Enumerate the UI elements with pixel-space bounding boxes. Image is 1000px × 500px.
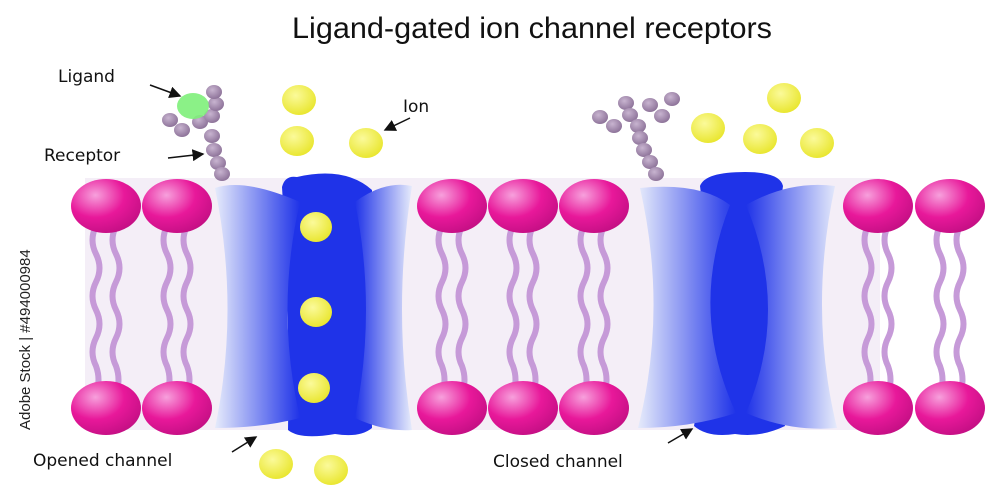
receptor-bead <box>174 123 190 137</box>
receptor-bead <box>654 109 670 123</box>
ion <box>349 128 383 158</box>
receptor-chains <box>162 85 680 181</box>
lipid-tail <box>109 223 123 395</box>
free-ions <box>259 83 834 485</box>
ion-in-channel <box>300 212 332 242</box>
phospholipid <box>488 179 558 435</box>
ion <box>767 83 801 113</box>
lipid-tail <box>577 223 591 395</box>
lipid-head <box>488 179 558 233</box>
lipid-head <box>417 179 487 233</box>
receptor-bead <box>210 156 226 170</box>
opened-channel-right-subunit <box>355 184 412 431</box>
receptor-bead <box>208 97 224 111</box>
ion <box>314 455 348 485</box>
receptor-bead <box>642 155 658 169</box>
receptor-bead <box>618 96 634 110</box>
stock-watermark: Adobe Stock | #494000984 <box>17 249 34 430</box>
phospholipid <box>843 179 913 435</box>
ion-arrow <box>383 117 411 131</box>
ion <box>691 113 725 143</box>
lipid-head <box>417 381 487 435</box>
lipid-head <box>142 381 212 435</box>
phospholipid <box>915 179 985 435</box>
ion <box>743 124 777 154</box>
opened-channel-protein <box>215 173 412 437</box>
opened-channel-arrow <box>231 436 258 453</box>
diagram-title: Ligand-gated ion channel receptors <box>292 12 772 45</box>
lipid-head <box>71 381 141 435</box>
ligand-molecule <box>177 93 209 119</box>
receptor-bead <box>622 108 638 122</box>
lipid-tail <box>861 223 875 395</box>
ion <box>800 128 834 158</box>
lipid-tail <box>526 223 540 395</box>
closed-channel-arrow <box>667 428 694 444</box>
receptor-bead <box>592 110 608 124</box>
receptor-bead <box>214 167 230 181</box>
lipid-head <box>142 179 212 233</box>
lipid-tail <box>160 223 174 395</box>
ion-label: Ion <box>403 97 429 117</box>
lipid-tail <box>506 223 520 395</box>
lipid-head <box>559 381 629 435</box>
receptor-bead <box>630 119 646 133</box>
ligand-label: Ligand <box>58 67 115 87</box>
phospholipid <box>71 179 141 435</box>
receptor-bead <box>636 143 652 157</box>
lipid-head <box>843 381 913 435</box>
receptor-bead <box>206 143 222 157</box>
lipid-head <box>71 179 141 233</box>
closed-channel-protein <box>638 172 837 435</box>
ion <box>282 85 316 115</box>
lipid-tail <box>881 223 895 395</box>
phospholipid <box>559 179 629 435</box>
lipid-tail <box>89 223 103 395</box>
lipid-tail <box>435 223 449 395</box>
lipid-head <box>559 179 629 233</box>
lipid-tail <box>455 223 469 395</box>
ion-in-channel <box>298 373 330 403</box>
closed-channel-label: Closed channel <box>493 452 623 472</box>
lipid-head <box>915 381 985 435</box>
lipid-tail <box>953 223 967 395</box>
closed-channel-right-subunit <box>746 184 837 429</box>
phospholipid-layer <box>71 179 985 435</box>
closed-channel-left-subunit <box>638 186 736 428</box>
receptor-bead <box>606 119 622 133</box>
lipid-head <box>843 179 913 233</box>
ion <box>280 126 314 156</box>
receptor-label: Receptor <box>44 146 120 166</box>
receptor-bead <box>664 92 680 106</box>
phospholipid <box>417 179 487 435</box>
lipid-head <box>488 381 558 435</box>
ion <box>259 449 293 479</box>
ion-in-channel <box>300 297 332 327</box>
lipid-tail <box>180 223 194 395</box>
opened-channel-label: Opened channel <box>33 451 172 471</box>
receptor-bead <box>648 167 664 181</box>
lipid-head <box>915 179 985 233</box>
opened-channel-left-subunit <box>215 185 300 428</box>
lipid-tail <box>597 223 611 395</box>
receptor-bead <box>632 131 648 145</box>
ligand-arrow <box>149 84 182 99</box>
receptor-bead <box>204 109 220 123</box>
lipid-tail <box>933 223 947 395</box>
receptor-arrow <box>167 149 205 162</box>
receptor-bead <box>204 129 220 143</box>
receptor-bead <box>162 113 178 127</box>
receptor-bead <box>206 85 222 99</box>
phospholipid <box>142 179 212 435</box>
receptor-bead <box>642 98 658 112</box>
